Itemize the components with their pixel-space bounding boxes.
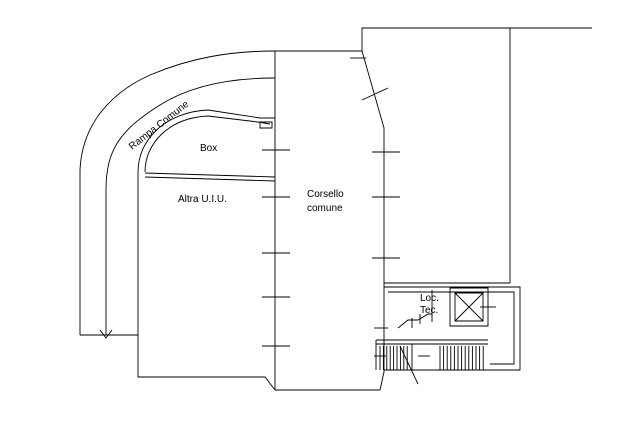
- ramp-direction-arrow: [100, 330, 112, 338]
- box-label: Box: [200, 143, 217, 154]
- ramp: [80, 51, 275, 338]
- box-arch-inner: [145, 116, 270, 172]
- ramp-inner-edge: [106, 78, 275, 335]
- stair-treads-right: [440, 346, 483, 370]
- corridor-label-line2: comune: [307, 203, 343, 214]
- stair-treads-left: [380, 346, 407, 370]
- box-arch-outer: [138, 110, 275, 172]
- corridor-label-line1: Corsello: [307, 189, 344, 200]
- ramp-label: Rampa Comune: [127, 99, 191, 153]
- tech-room-label-line1: Loc.: [420, 293, 439, 304]
- common-corridor: [275, 51, 388, 390]
- box-room: [138, 110, 275, 181]
- building-outline: [362, 28, 592, 51]
- core-inner-wall: [388, 292, 514, 364]
- tech-room-step: [398, 314, 432, 328]
- adjacent-building: [362, 28, 592, 283]
- other-unit-outline: [138, 172, 275, 390]
- stair-arrow: [400, 346, 418, 384]
- corridor-gate: [362, 88, 388, 100]
- tech-room-label-line2: Tec.: [420, 305, 438, 316]
- corridor-right-wall: [362, 51, 384, 390]
- lift-cross-b: [455, 293, 483, 321]
- core-outer-wall: [384, 287, 520, 370]
- box-door-jamb: [260, 122, 272, 128]
- box-wall-bottom: [145, 177, 275, 181]
- other-unit-label: Altra U.I.U.: [178, 194, 227, 205]
- box-wall-top: [145, 173, 275, 177]
- partition-ticks: [262, 150, 400, 346]
- stair-core: [374, 287, 520, 384]
- ramp-outer-edge: [80, 51, 275, 335]
